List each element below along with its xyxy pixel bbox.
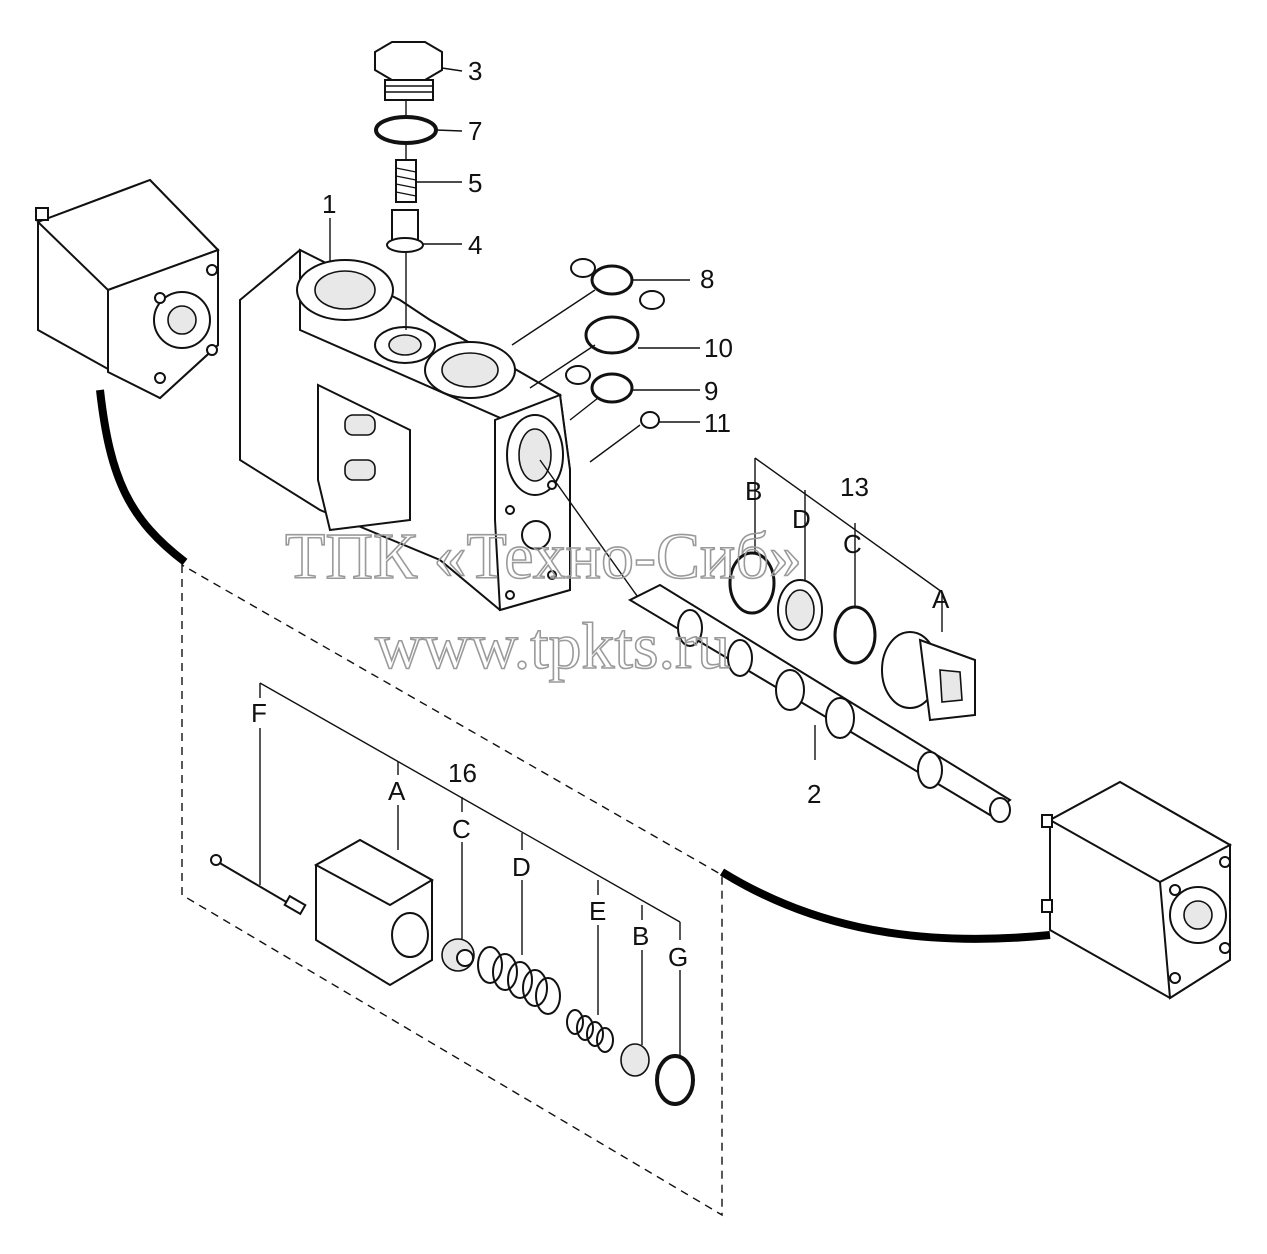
callout-13: 13 <box>840 472 869 502</box>
callout-16-E: E <box>589 896 606 926</box>
callout-16-G: G <box>668 942 688 972</box>
leader-lines <box>329 67 700 423</box>
o-ring-set <box>511 258 665 463</box>
group-16-parts <box>210 682 695 1106</box>
callout-16-A: A <box>388 776 406 806</box>
callout-16-C: C <box>452 814 471 844</box>
inset-boundary <box>181 563 723 1217</box>
valve-body <box>239 248 571 612</box>
callout-3: 3 <box>468 56 482 86</box>
callout-10: 10 <box>704 333 733 363</box>
spool <box>539 459 1012 823</box>
left-end-cap <box>35 178 220 400</box>
callout-labels: 1 3 7 5 4 8 10 9 11 13 B D C A 2 16 F A … <box>251 56 950 972</box>
callout-1: 1 <box>322 189 336 219</box>
callout-4: 4 <box>468 230 482 260</box>
callout-13-A: A <box>932 584 950 614</box>
callout-5: 5 <box>468 168 482 198</box>
callout-13-D: D <box>792 504 811 534</box>
callout-9: 9 <box>704 376 718 406</box>
callout-7: 7 <box>468 116 482 146</box>
check-valve-stack <box>374 41 443 330</box>
callout-13-C: C <box>843 529 862 559</box>
right-end-cap <box>1041 780 1233 1000</box>
watermark: ТПК «Техно-Сиб» www.tpkts.ru <box>284 519 803 684</box>
callout-16-D: D <box>512 852 531 882</box>
watermark-url: www.tpkts.ru <box>375 610 730 683</box>
callout-2: 2 <box>807 779 821 809</box>
group-13-parts <box>728 457 976 722</box>
callout-8: 8 <box>700 264 714 294</box>
callout-16: 16 <box>448 758 477 788</box>
callout-16-B: B <box>632 921 649 951</box>
callout-13-B: B <box>745 476 762 506</box>
callout-16-F: F <box>251 698 267 728</box>
callout-11: 11 <box>704 408 731 438</box>
connection-arcs <box>96 389 1051 943</box>
watermark-company: ТПК «Техно-Сиб» <box>285 520 802 593</box>
